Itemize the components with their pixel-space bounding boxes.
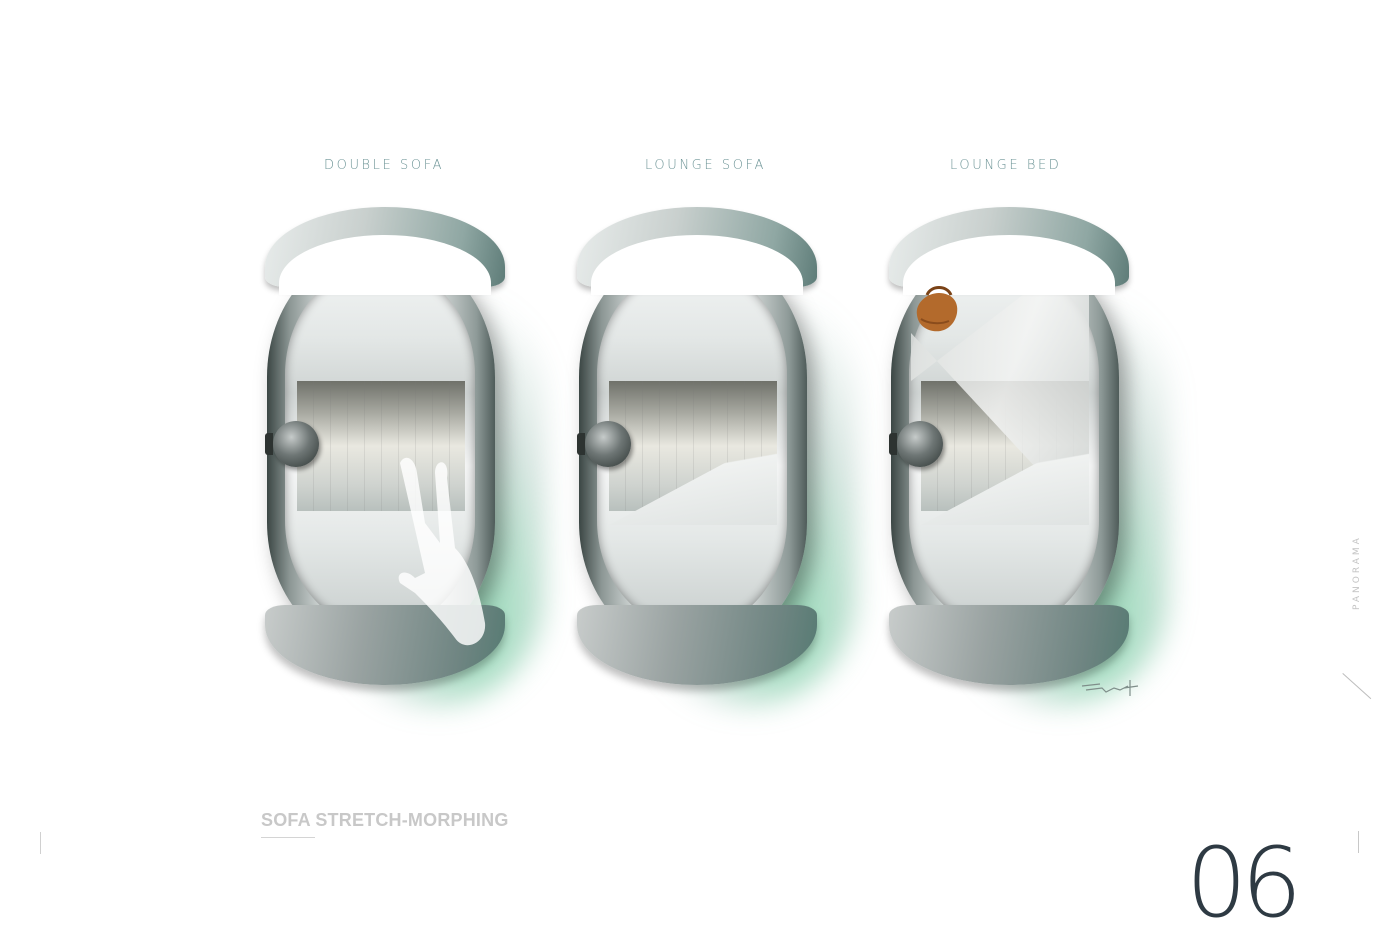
panel-label-double-sofa: DOUBLE SOFA xyxy=(324,158,445,173)
top-arch xyxy=(265,207,505,295)
pod-render-double-sofa xyxy=(255,195,545,705)
side-knob xyxy=(577,421,631,467)
page-number: 06 xyxy=(1186,827,1302,939)
leather-bag-icon xyxy=(916,286,958,332)
designer-signature xyxy=(1081,680,1139,696)
section-title: SOFA STRETCH-MORPHING xyxy=(261,810,509,830)
section-underline xyxy=(261,837,315,838)
pod-render-lounge-bed xyxy=(879,195,1169,705)
right-margin-tick xyxy=(1358,831,1359,853)
left-margin-tick xyxy=(40,832,41,854)
diagonal-rule xyxy=(1342,673,1372,700)
side-knob xyxy=(889,421,943,467)
side-knob xyxy=(265,421,319,467)
side-label-panorama: PANORAMA xyxy=(1352,535,1362,610)
panel-label-lounge-sofa: LOUNGE SOFA xyxy=(645,158,766,173)
panel-label-lounge-bed: LOUNGE BED xyxy=(950,158,1062,173)
person-silhouette-icon xyxy=(398,457,486,646)
top-arch xyxy=(577,207,817,295)
pod-render-lounge-sofa xyxy=(567,195,857,705)
top-arch xyxy=(889,207,1129,295)
